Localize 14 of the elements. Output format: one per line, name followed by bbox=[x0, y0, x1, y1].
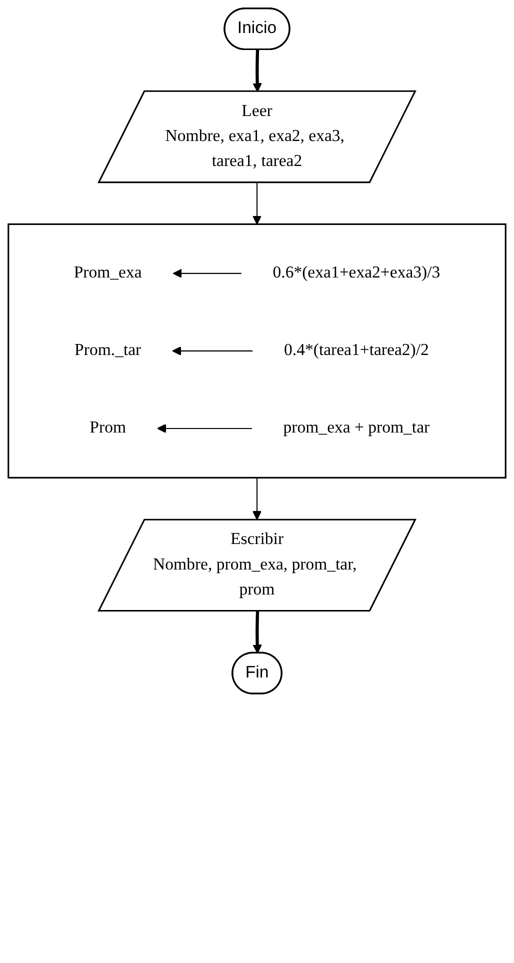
arrow bbox=[252, 50, 262, 92]
arrow bbox=[252, 478, 262, 520]
node-text: 0.4*(tarea1+tarea2)/2 bbox=[284, 342, 429, 360]
node-text: Prom_exa bbox=[74, 264, 142, 282]
arrow bbox=[172, 268, 242, 278]
arrow bbox=[157, 424, 252, 434]
node-text: Prom._tar bbox=[74, 342, 142, 360]
node-text: 0.6*(exa1+exa2+exa3)/3 bbox=[272, 264, 440, 282]
arrow bbox=[252, 182, 262, 225]
cluster bbox=[8, 223, 506, 478]
node-text: prom_exa + prom_tar bbox=[283, 419, 430, 437]
node-text: Prom bbox=[90, 419, 126, 437]
arrow bbox=[252, 611, 262, 654]
arrow bbox=[172, 346, 253, 356]
